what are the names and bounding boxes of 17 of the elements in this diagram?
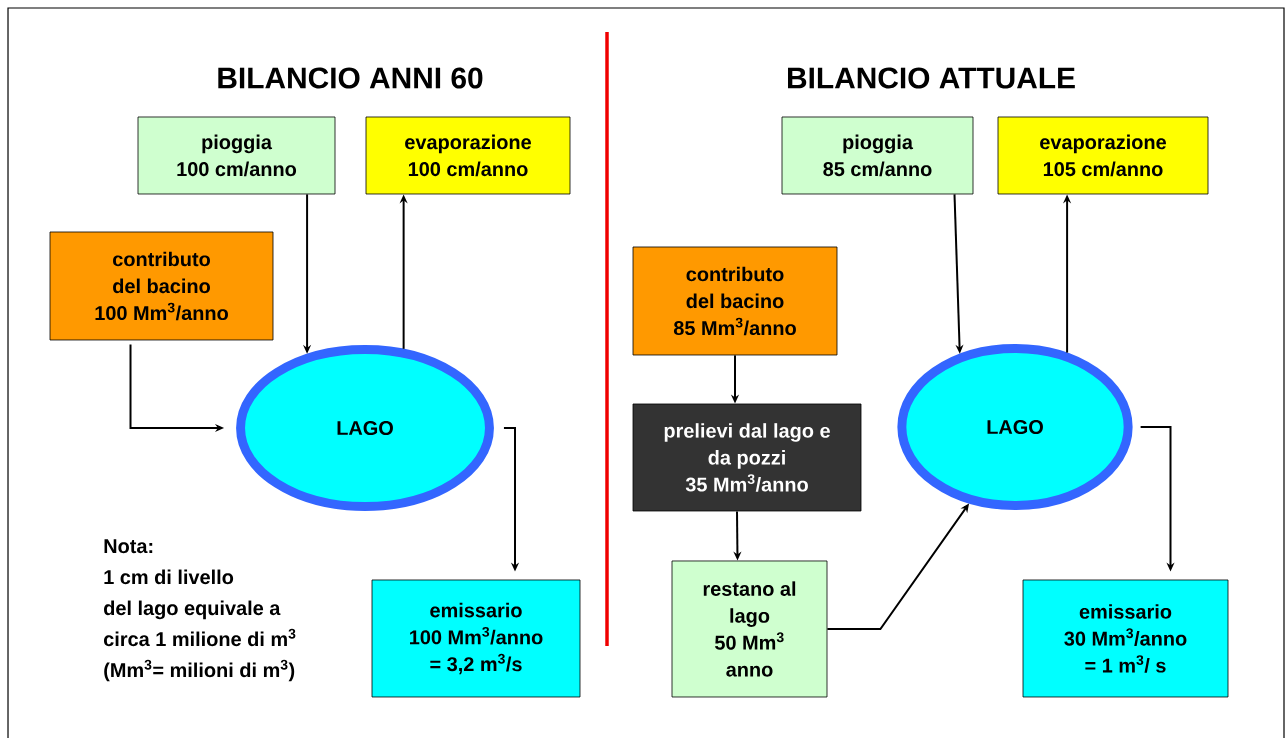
flow-box: pioggia 100 cm/anno [137,116,336,195]
note-text: circa 1 milione di m$^{3}$ [104,628,296,647]
note-text: (Mm$^{3}$= milioni di m$^{3}$) [104,659,295,682]
flow-box: evaporazione 100 cm/anno [365,116,571,195]
flow-box: emissario 100 Mm$^{3}$/anno = 3,2 m$^{3}$/s [371,579,581,698]
flow-box: contributo del bacino 85 Mm$^{3}$/anno [632,246,838,356]
flow-box: pioggia 85 cm/anno [781,116,974,195]
flow-box: contributo del bacino 100 Mm$^{3}$/anno [49,231,274,341]
flow-box: restano al lago 50 Mm$^{3}$ anno [671,560,828,698]
flow-box: evaporazione 105 cm/anno [997,116,1209,195]
flow-box: prelievi dal lago e da pozzi 35 Mm$^{3}$/anno [632,403,862,512]
flow-box: emissario 30 Mm$^{3}$/anno = 1 m$^{3}$/ s [1022,579,1229,698]
note-text: del lago equivale a [104,600,281,620]
note-text: 1 cm di livello [104,569,234,585]
heading: BILANCIO ATTUALE [788,67,1075,89]
note-text: Nota: [104,539,153,554]
heading: BILANCIO ANNI 60 [218,67,483,89]
